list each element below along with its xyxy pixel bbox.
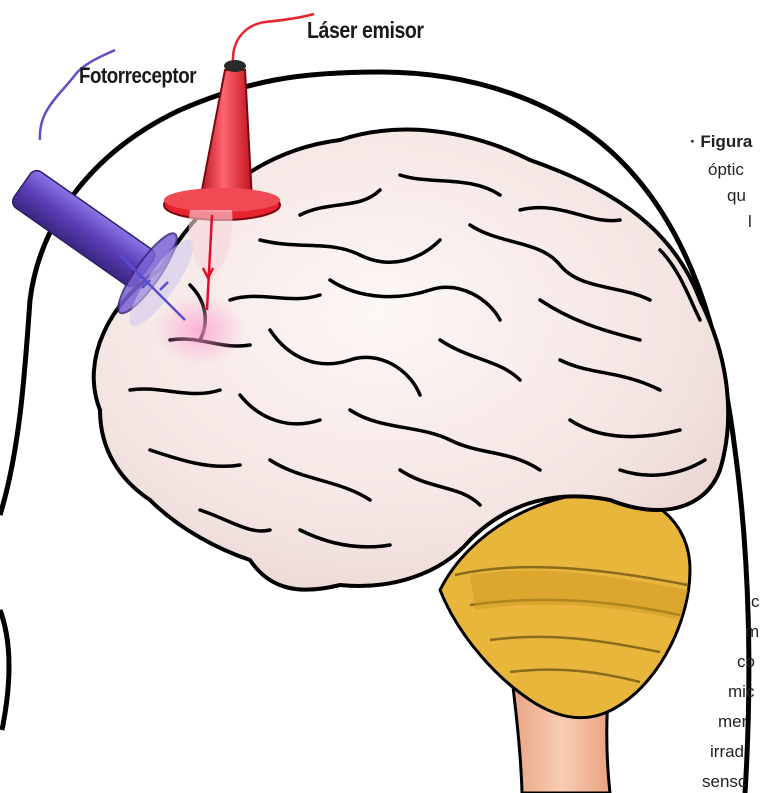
caption-line: m [745,622,759,642]
caption-title: · Figura [690,132,752,152]
chin-outline [0,610,9,730]
caption-line: c [751,592,760,612]
laser-emitter-label: Láser emisor [307,17,424,44]
photoreceptor-label: Fotorreceptor [79,63,196,89]
caption-line: irrad [710,742,744,762]
caption-line: co [737,652,755,672]
caption-line: sensc [702,772,746,792]
irradiation-glow [155,295,245,365]
caption-line: l [748,212,752,232]
caption-line: mer [718,712,747,732]
caption-line: mic [728,682,754,702]
caption-line: óptic [708,160,744,180]
caption-line: qu [727,186,746,206]
